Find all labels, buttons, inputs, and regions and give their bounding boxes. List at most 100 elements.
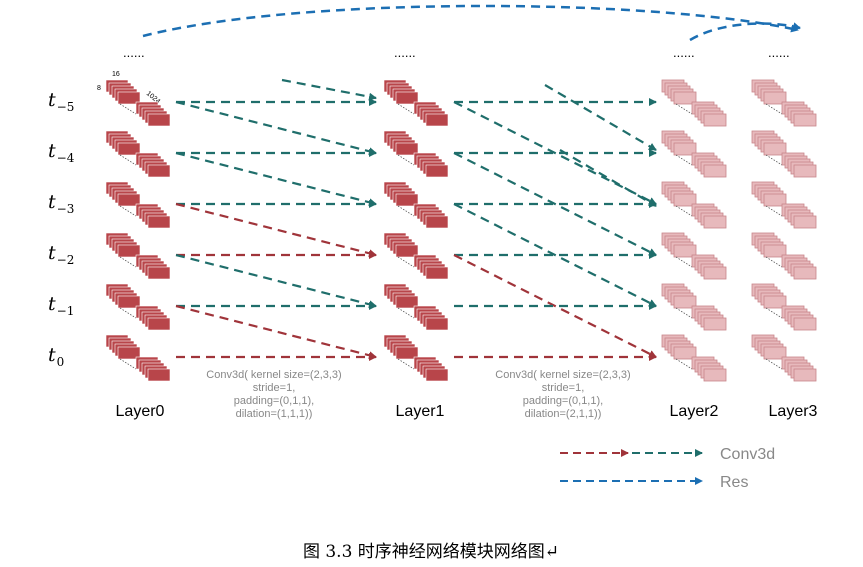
dim-height: 16 [112,71,120,78]
depth-dots [397,358,415,370]
ellipsis-layer3: ...... [768,45,790,60]
res-arcs [142,4,801,42]
feature-map-slice [395,91,419,105]
feature-stack-front [383,79,419,105]
feature-stack-back [781,203,817,229]
feature-block-layer2-row1 [661,130,727,178]
feature-stack-back [691,203,727,229]
feature-map-slice [763,193,787,207]
feature-map-slice [763,91,787,105]
conv-params-1-line1: Conv3d( kernel size=(2,3,3) [206,369,341,381]
legend: Conv3d Res [560,446,775,491]
feature-block-layer0-row3 [105,232,171,280]
legend-conv3d-label: Conv3d [720,446,775,463]
legend-res-label: Res [720,474,748,491]
feature-stack-front [105,79,141,105]
figure-caption: 图 3.3 时序神经网络模块网络图↵ [303,542,559,562]
dim-channels: 8 [97,85,101,92]
layer-label-1: Layer1 [396,403,445,420]
feature-block-layer3-row1 [751,130,817,178]
feature-stack-back [781,101,817,127]
feature-map-slice [147,215,171,229]
arrow-s1-next-1 [175,151,377,207]
feature-map-slice [425,266,449,280]
feature-stack-front [751,334,787,360]
feature-stack-front [105,283,141,309]
arrow-s2-incoming-a [544,84,657,151]
feature-map-slice [395,244,419,258]
depth-dots [675,205,693,217]
depth-dots [397,205,415,217]
ellipsis-layer1: ...... [394,45,416,60]
feature-map-slice [395,295,419,309]
feature-map-slice [117,346,141,360]
arrow-s1-incoming [281,78,377,101]
depth-dots [765,256,783,268]
depth-dots [765,103,783,115]
feature-map-slice [117,193,141,207]
conv-params-1-line3: padding=(0,1,1), [234,395,314,407]
feature-block-layer1-row2 [383,181,449,229]
feature-block-layer3-row2 [751,181,817,229]
arrow-s1-next-4 [175,304,377,360]
conv-params-1: Conv3d( kernel size=(2,3,3) stride=1, pa… [206,369,341,420]
arrow-s1-next-0 [175,100,377,156]
time-label-2: t−3 [48,191,74,216]
feature-map-slice [117,91,141,105]
time-labels: t−5t−4t−3t−2t−1t0 [48,89,75,369]
feature-map-slice [425,368,449,382]
arrow-s2-incoming-b [559,149,657,207]
ellipsis-row: ...... ...... ...... ...... [123,45,790,60]
feature-map-slice [763,346,787,360]
feature-stack-back [135,152,171,178]
depth-dots [119,256,137,268]
res-arc-short [689,22,801,42]
feature-map-slice [117,142,141,156]
feature-block-layer2-row4 [661,283,727,331]
feature-block-layer2-row3 [661,232,727,280]
feature-stack-front [751,181,787,207]
feature-block-layer0-row0 [105,79,171,127]
feature-map-slice [703,113,727,127]
feature-stack-front [105,334,141,360]
feature-map-slice [425,164,449,178]
feature-map-slice [395,193,419,207]
layer-label-0: Layer0 [116,403,165,420]
feature-map-slice [147,266,171,280]
feature-stack-front [661,181,697,207]
feature-stack-front [751,283,787,309]
feature-stack-back [413,254,449,280]
depth-dots [675,256,693,268]
feature-map-slice [673,142,697,156]
depth-dots [119,307,137,319]
feature-map-slice [673,295,697,309]
feature-stack-back [413,305,449,331]
feature-stack-back [781,305,817,331]
feature-stack-back [781,152,817,178]
feature-block-layer1-row0 [383,79,449,127]
depth-dots [397,103,415,115]
depth-dots [765,307,783,319]
feature-stack-front [751,130,787,156]
arrow-s1-next-3 [175,253,377,309]
layer-label-3: Layer3 [769,403,818,420]
arrow-s1-next-2 [175,202,377,258]
time-label-4: t−1 [48,293,74,318]
feature-stack-back [135,203,171,229]
feature-map-slice [703,368,727,382]
feature-block-layer1-row1 [383,130,449,178]
feature-stack-back [413,152,449,178]
depth-dots [397,256,415,268]
feature-block-layer3-row4 [751,283,817,331]
depth-dots [675,358,693,370]
feature-map-slice [673,244,697,258]
conv-params-1-line2: stride=1, [253,382,296,394]
feature-stack-front [105,232,141,258]
feature-map-slice [793,113,817,127]
feature-stack-back [135,101,171,127]
feature-block-layer0-row5 [105,334,171,382]
feature-map-slice [147,317,171,331]
feature-block-layer1-row5 [383,334,449,382]
feature-stack-back [781,254,817,280]
